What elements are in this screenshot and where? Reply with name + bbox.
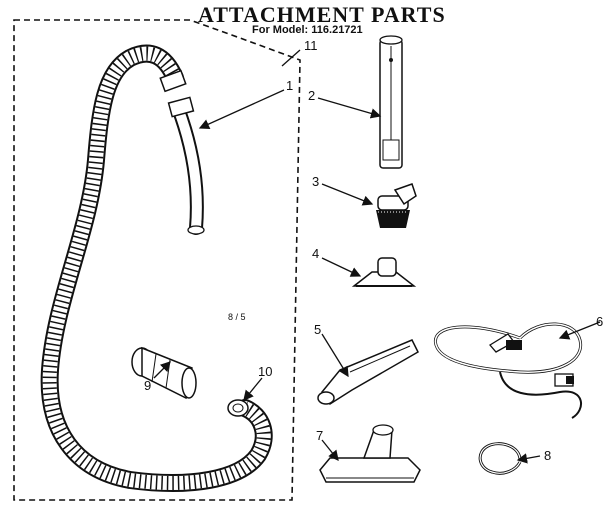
part-10-hose-cuff [227, 399, 249, 417]
part-2-extension-wand [379, 35, 403, 169]
part-4-upholstery-nozzle [351, 257, 417, 287]
corrugated-hose [40, 44, 273, 492]
callout-1: 1 [286, 78, 294, 93]
callout-4: 4 [312, 246, 320, 261]
model-subtitle: For Model: 116.21721 [252, 24, 363, 36]
part-1-curved-handle [167, 96, 205, 235]
part-6-power-cord [433, 322, 583, 419]
callout-7: 7 [316, 428, 324, 443]
callout-10: 10 [258, 364, 273, 379]
leader-lines [153, 49, 601, 464]
part-8-retaining-clip [478, 442, 522, 475]
callout-6: 6 [596, 314, 604, 329]
callout-2: 2 [308, 88, 316, 103]
callout-11: 11 [304, 38, 318, 53]
callout-8: 8 [544, 448, 552, 463]
hose-group-boundary [13, 19, 301, 501]
part-3-dusting-brush [376, 183, 417, 228]
page-title: ATTACHMENT PARTS [198, 2, 446, 27]
part-9-hose-coupling [131, 346, 197, 400]
callout-3: 3 [312, 174, 320, 189]
part-5-crevice-tool [317, 339, 419, 406]
drawing-note: 8 / 5 [228, 312, 246, 322]
part-7-floor-nozzle [319, 424, 421, 483]
callout-5: 5 [314, 322, 322, 337]
callout-9: 9 [144, 378, 152, 393]
hose-top-cuff [159, 69, 187, 93]
